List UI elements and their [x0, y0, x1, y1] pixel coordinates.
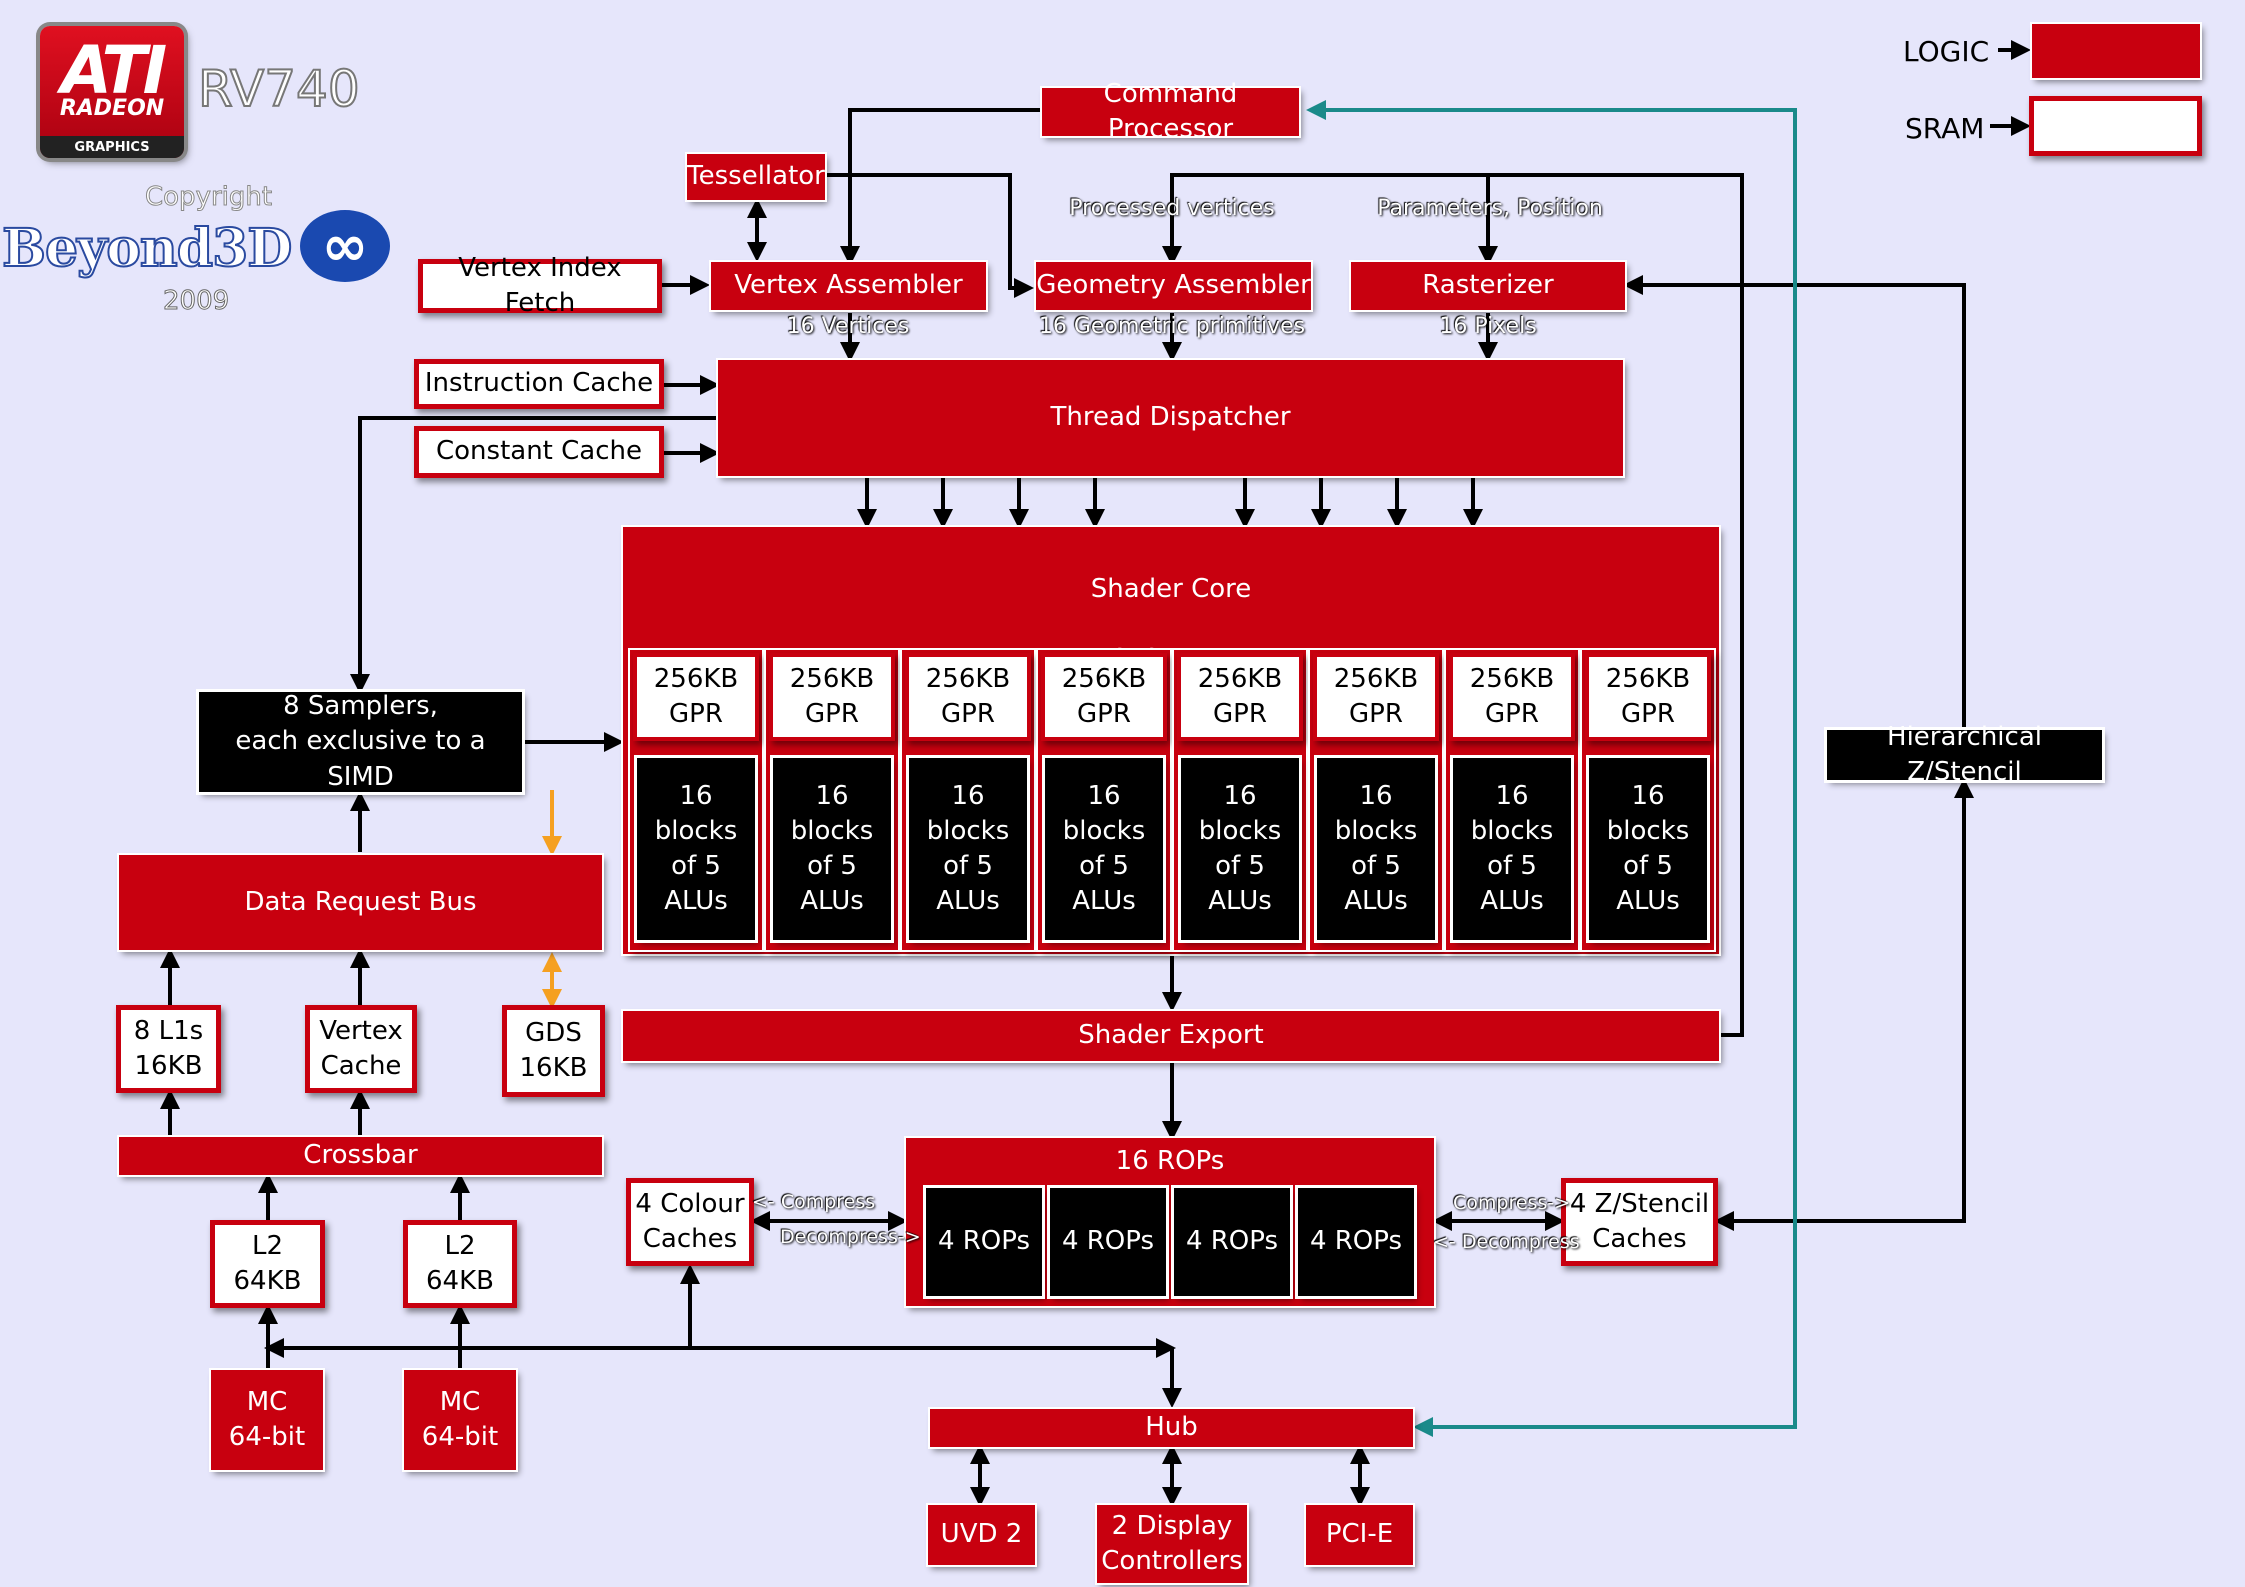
simd-alu-line: of 5 ALUs: [664, 851, 728, 917]
compress-left-label: <- Compress: [752, 1191, 876, 1213]
processed-vertices-label: Processed vertices: [1069, 196, 1275, 221]
simd-gpr: 256KB GPR: [905, 653, 1031, 741]
chip-name: RV740: [197, 59, 361, 119]
l1-caches: 8 L1s 16KB: [116, 1005, 221, 1093]
simd-alu-line: 16 blocks: [790, 780, 874, 846]
simd-gpr: 256KB GPR: [1177, 653, 1303, 741]
rops-title: 16 ROPs: [1115, 1146, 1225, 1176]
vertex-assembler: Vertex Assembler: [711, 262, 986, 310]
logo-subtext: RADEON: [59, 96, 165, 121]
legend-logic-label: LOGIC: [1903, 35, 1990, 68]
simd-alu-line: 16 blocks: [1470, 780, 1554, 846]
simd-gpr: 256KB GPR: [1313, 653, 1439, 741]
simd-alu-line: of 5 ALUs: [1616, 851, 1680, 917]
rop-group: 4 ROPs: [926, 1188, 1042, 1296]
simd-alu-line: 16 blocks: [1606, 780, 1690, 846]
geometry-assembler: Geometry Assembler: [1036, 262, 1311, 310]
colour-caches: 4 Colour Caches: [626, 1178, 754, 1266]
rop-group: 4 ROPs: [1174, 1188, 1290, 1296]
pixels-count-label: 16 Pixels: [1439, 314, 1537, 339]
gds: GDS 16KB: [502, 1005, 605, 1097]
uvd: UVD 2: [928, 1505, 1035, 1565]
instruction-cache: Instruction Cache: [414, 359, 664, 409]
legend-sram-swatch: [2029, 96, 2202, 156]
compress-right-label: Compress->: [1453, 1192, 1571, 1214]
simd-alu-line: 16 blocks: [926, 780, 1010, 846]
hub: Hub: [930, 1409, 1413, 1447]
memory-controller-b: MC 64-bit: [404, 1370, 516, 1470]
copyright-label: Copyright: [144, 182, 273, 213]
vertex-index-fetch: Vertex Index Fetch: [418, 253, 662, 318]
tessellator: Tessellator: [687, 154, 825, 200]
simd-gpr: 256KB GPR: [1041, 653, 1167, 741]
primitives-count-label: 16 Geometric primitives: [1038, 314, 1306, 339]
data-request-bus: Data Request Bus: [119, 855, 602, 950]
hierarchical-z-stencil: Hierarchical Z/Stencil: [1827, 722, 2102, 787]
simd-gpr: 256KB GPR: [633, 653, 759, 741]
legend-logic-swatch: [2032, 24, 2200, 78]
parameters-position-label: Parameters, Position: [1377, 196, 1603, 221]
logo-tagline: GRAPHICS: [40, 136, 184, 158]
decompress-right-label: <- Decompress: [1433, 1231, 1580, 1253]
simd-alu-line: of 5 ALUs: [936, 851, 1000, 917]
simd-alu-line: of 5 ALUs: [1208, 851, 1272, 917]
display-controllers: 2 Display Controllers: [1097, 1505, 1247, 1583]
simd-gpr: 256KB GPR: [769, 653, 895, 741]
l2-cache-b: L2 64KB: [403, 1220, 517, 1308]
site-name: Beyond3D: [1, 217, 293, 280]
legend-sram-label: SRAM: [1905, 112, 1985, 145]
copyright-year: 2009: [162, 286, 230, 317]
shader-core-title-line: Shader Core: [1090, 574, 1252, 605]
z-stencil-caches: 4 Z/Stencil Caches: [1561, 1178, 1718, 1266]
decompress-left-label: Decompress->: [780, 1226, 921, 1248]
l2-cache-a: L2 64KB: [210, 1220, 325, 1308]
samplers: 8 Samplers, each exclusive to a SIMD: [199, 691, 522, 792]
logo-text: ATI: [60, 32, 167, 109]
memory-controller-a: MC 64-bit: [211, 1370, 323, 1470]
rop-group: 4 ROPs: [1298, 1188, 1414, 1296]
simd-gpr: 256KB GPR: [1449, 653, 1575, 741]
rop-group: 4 ROPs: [1050, 1188, 1166, 1296]
simd-alu-line: 16 blocks: [1062, 780, 1146, 846]
simd-alu-line: of 5 ALUs: [1344, 851, 1408, 917]
rasterizer: Rasterizer: [1351, 262, 1625, 310]
thread-dispatcher: Thread Dispatcher: [718, 360, 1623, 476]
simd-alu-line: 16 blocks: [1334, 780, 1418, 846]
simd-alu-line: 16 blocks: [654, 780, 738, 846]
simd-alu-line: of 5 ALUs: [1072, 851, 1136, 917]
constant-cache: Constant Cache: [414, 426, 664, 478]
shader-export: Shader Export: [623, 1011, 1719, 1061]
simd-alu-line: of 5 ALUs: [1480, 851, 1544, 917]
crossbar: Crossbar: [119, 1137, 602, 1175]
simd-alu-line: of 5 ALUs: [800, 851, 864, 917]
command-processor: Command Processor: [1042, 79, 1299, 144]
simd-alu-line: 16 blocks: [1198, 780, 1282, 846]
beyond3d-logo-icon: ∞: [300, 210, 390, 282]
simd-gpr: 256KB GPR: [1585, 653, 1711, 741]
ati-radeon-logo: ATI RADEON GRAPHICS: [40, 26, 184, 158]
vertices-count-label: 16 Vertices: [786, 314, 910, 339]
pcie: PCI-E: [1306, 1505, 1413, 1565]
vertex-cache: Vertex Cache: [305, 1005, 417, 1093]
